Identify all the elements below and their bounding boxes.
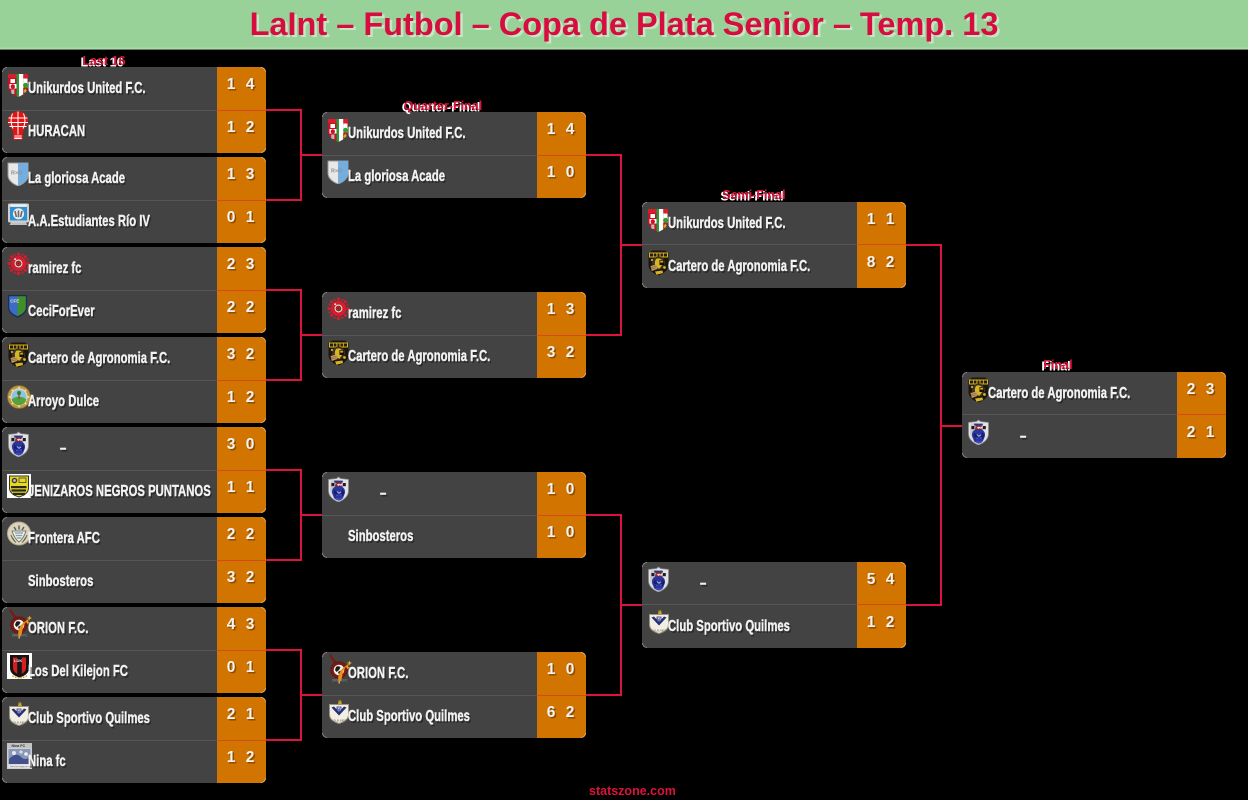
svg-text:QUILMES: QUILMES xyxy=(333,719,347,723)
svg-text:QUILMES: QUILMES xyxy=(653,628,667,632)
svg-text:Nina FC: Nina FC xyxy=(12,744,26,748)
svg-text:R×O: R×O xyxy=(11,171,23,177)
svg-text:LDK: LDK xyxy=(14,658,22,663)
svg-text:CFE: CFE xyxy=(10,298,19,303)
svg-text:H: H xyxy=(18,709,21,713)
svg-text:Para los happy en Madison: Para los happy en Madison xyxy=(10,765,32,768)
svg-text:H: H xyxy=(658,617,661,621)
svg-text:ORION FC: ORION FC xyxy=(12,634,28,638)
svg-text:R×O: R×O xyxy=(331,169,343,175)
svg-text:ORION FC: ORION FC xyxy=(332,679,348,683)
svg-text:QUILMES: QUILMES xyxy=(13,721,27,725)
svg-text:H: H xyxy=(338,707,341,711)
